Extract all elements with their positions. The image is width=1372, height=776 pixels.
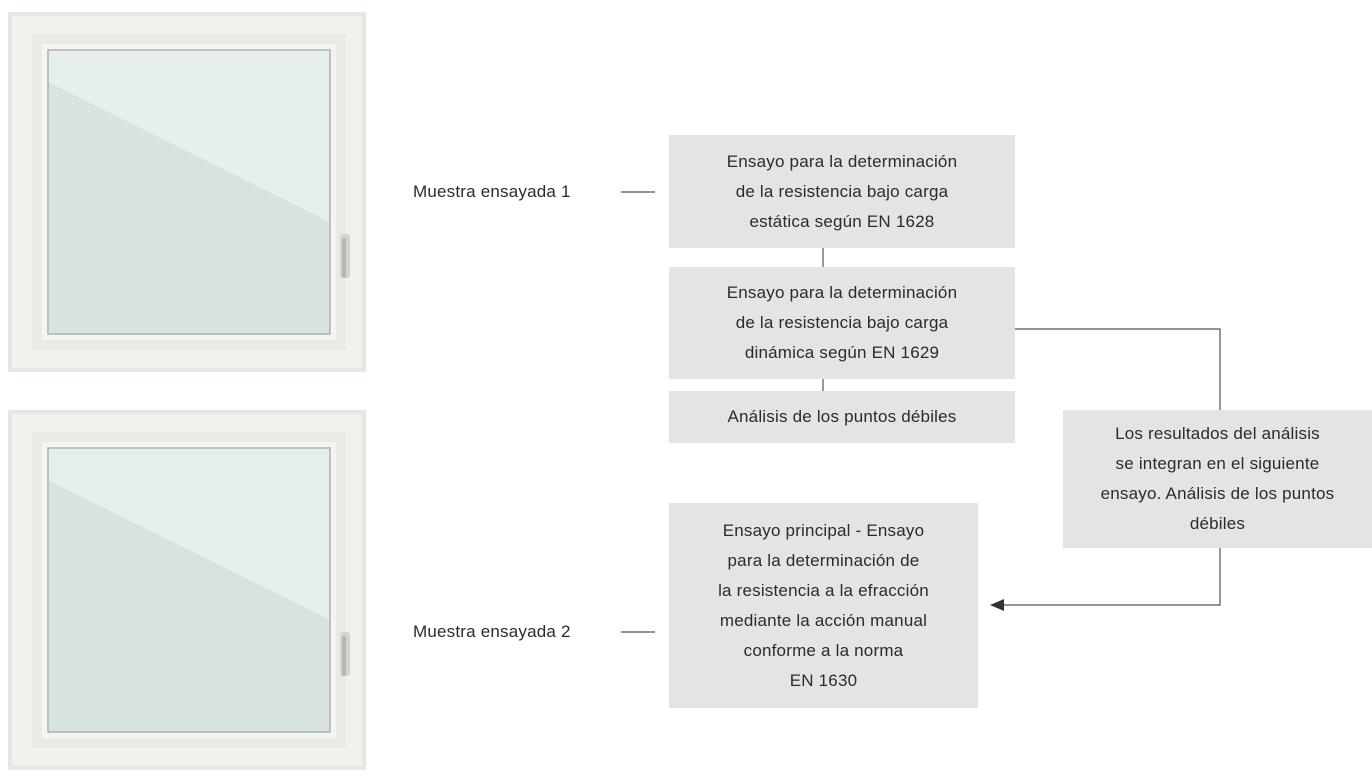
dynamic-load-test-box: Ensayo para la determinación de la resis… [669, 267, 1015, 379]
results-to-main-connector [1002, 548, 1221, 606]
window-illustration [8, 12, 366, 372]
arrowhead-icon [990, 599, 1004, 611]
window-image-sample-2 [8, 410, 366, 770]
static-load-test-text: Ensayo para la determinación de la resis… [726, 151, 958, 231]
results-note-box: Los resultados del análisis se integran … [1063, 410, 1372, 548]
weak-points-analysis-box: Análisis de los puntos débiles [669, 391, 1015, 443]
results-note-text: Los resultados del análisis se integran … [1100, 424, 1335, 533]
sample-2-label: Muestra ensayada 2 [413, 622, 571, 641]
main-test-box: Ensayo principal - Ensayo para la determ… [669, 503, 978, 708]
dynamic-load-test-text: Ensayo para la determinación de la resis… [726, 283, 958, 362]
sample-1-label: Muestra ensayada 1 [413, 182, 571, 201]
main-test-text: Ensayo principal - Ensayo para la determ… [718, 520, 929, 690]
window-illustration [8, 410, 366, 770]
weak-points-analysis-text: Análisis de los puntos débiles [727, 407, 957, 426]
dynamic-to-results-connector [1015, 328, 1221, 410]
window-image-sample-1 [8, 12, 366, 372]
static-load-test-box: Ensayo para la determinación de la resis… [669, 135, 1015, 248]
